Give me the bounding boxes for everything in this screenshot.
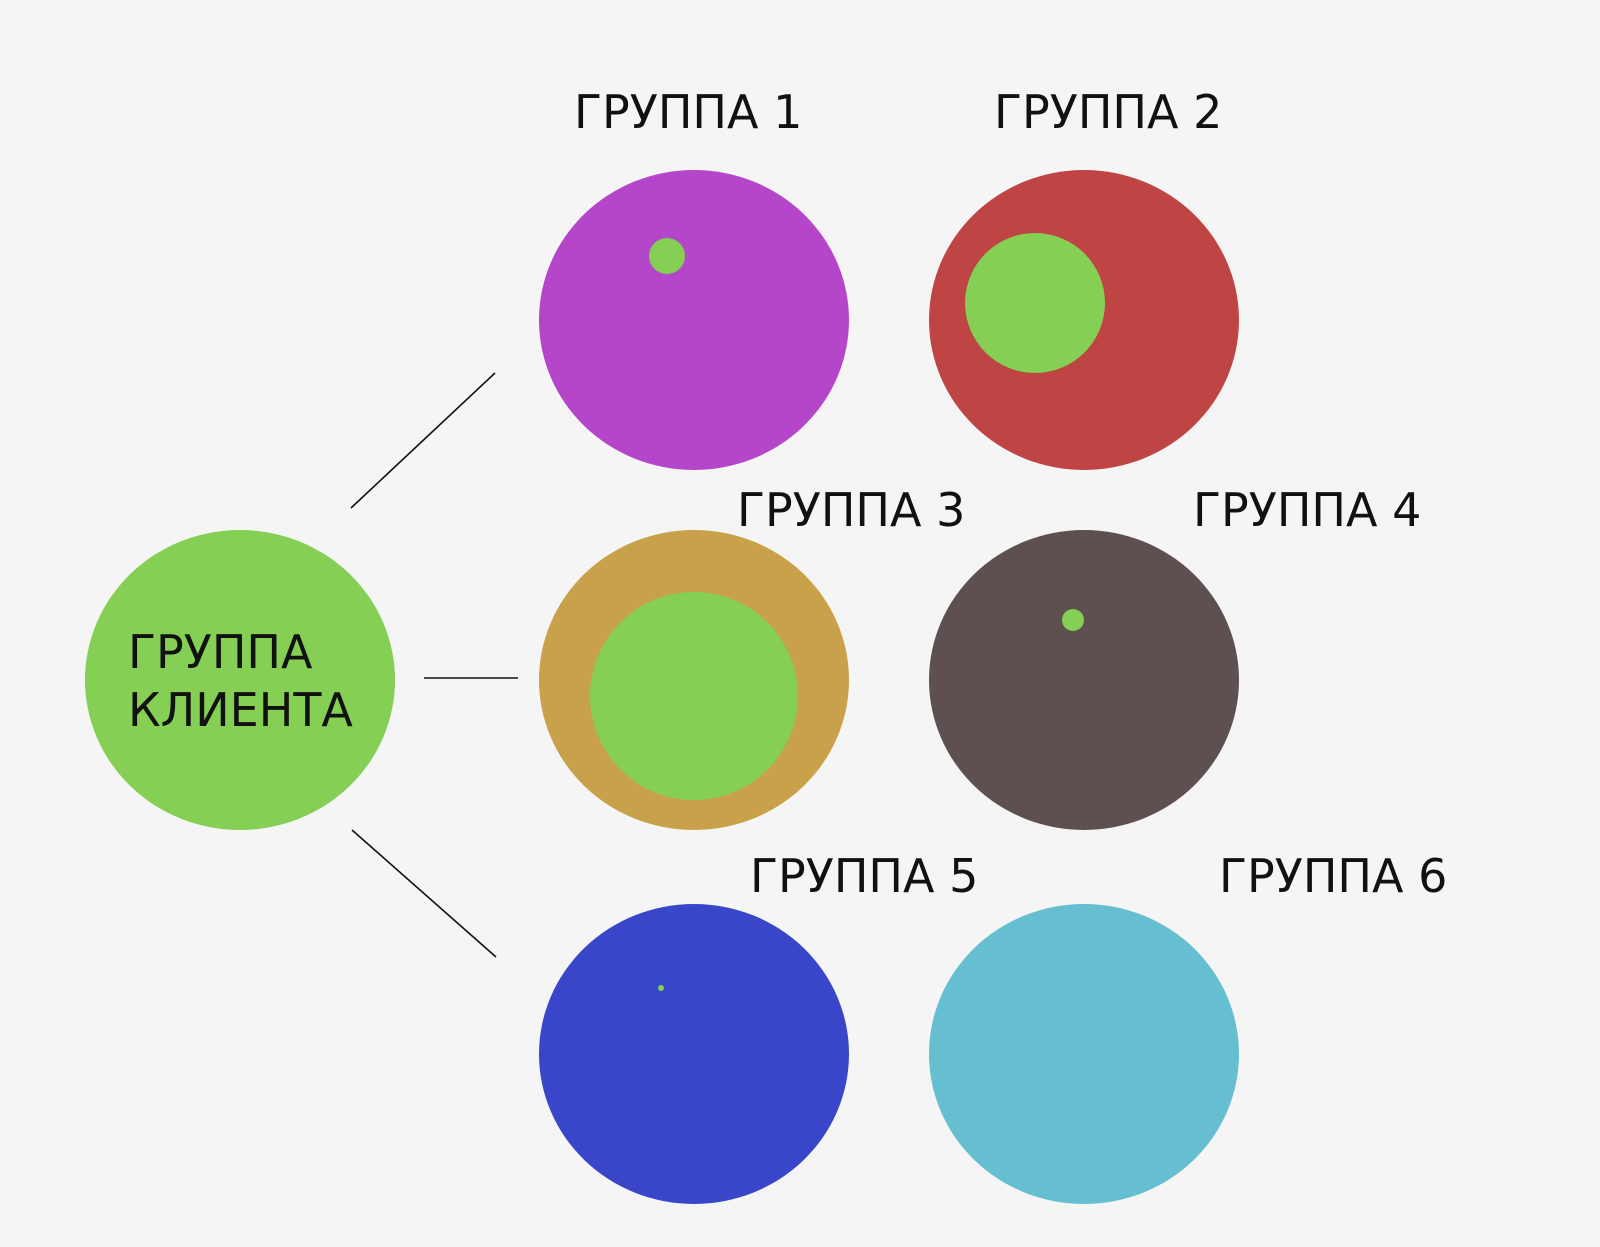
connector-line-bottom: [351, 829, 497, 958]
client-group-circle: [85, 530, 395, 830]
group-2-overlap-circle: [965, 233, 1105, 373]
group-6-label: ГРУППА 6: [1219, 849, 1447, 903]
group-2-label: ГРУППА 2: [994, 85, 1222, 139]
group-5-overlap-circle: [658, 985, 664, 991]
group-3-overlap-circle: [590, 592, 798, 800]
group-5-label: ГРУППА 5: [750, 849, 978, 903]
group-1-overlap-circle: [649, 238, 685, 274]
group-3-label: ГРУППА 3: [737, 483, 965, 537]
group-1-label: ГРУППА 1: [574, 85, 802, 139]
client-group-label-line2: КЛИЕНТА: [128, 683, 353, 737]
group-4-overlap-circle: [1062, 609, 1084, 631]
group-3-node: ГРУППА 3: [539, 483, 965, 830]
group-4-node: ГРУППА 4: [929, 483, 1421, 830]
client-group-node: ГРУППА КЛИЕНТА: [85, 530, 395, 830]
group-6-circle: [929, 904, 1239, 1204]
client-group-label-line1: ГРУППА: [128, 625, 313, 679]
group-2-node: ГРУППА 2: [929, 85, 1239, 470]
group-1-node: ГРУППА 1: [539, 85, 849, 470]
connector-line-top: [350, 372, 496, 509]
group-1-circle: [539, 170, 849, 470]
group-4-label: ГРУППА 4: [1193, 483, 1421, 537]
group-6-node: ГРУППА 6: [929, 849, 1447, 1204]
group-5-circle: [539, 904, 849, 1204]
group-4-circle: [929, 530, 1239, 830]
group-5-node: ГРУППА 5: [539, 849, 978, 1204]
